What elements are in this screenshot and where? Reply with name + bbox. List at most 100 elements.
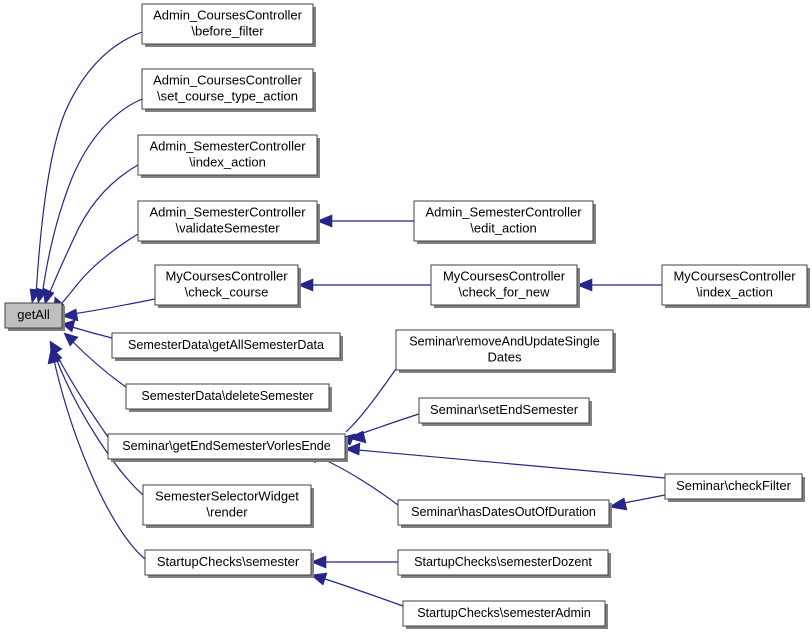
node-label: Admin_SemesterController [425,204,582,219]
node-label: \render [206,504,248,519]
node-box[interactable] [154,264,299,306]
node-label: Seminar\setEndSemester [430,402,579,417]
node-label: \check_for_new [458,284,550,299]
node-label: SemesterData\deleteSemester [141,389,313,403]
graph-node-seminar_get_end_semester_vorles_ende[interactable]: Seminar\getEndSemesterVorlesEnde [107,433,348,462]
graph-node-seminar_has_dates_out_of_duration[interactable]: Seminar\hasDatesOutOfDuration [397,499,612,528]
node-label: \edit_action [470,220,537,235]
arrowhead-icon [576,278,593,292]
node-box[interactable] [397,549,609,576]
call-edge [316,214,414,228]
node-box[interactable] [111,332,341,359]
arrowhead-icon [63,332,79,347]
graph-node-mycourses_check_for_new[interactable]: MyCoursesController\check_for_new [430,264,580,308]
call-edge [47,348,146,560]
node-label: \before_filter [191,23,264,38]
graph-node-admin_semester_index_action[interactable]: Admin_SemesterController\index_action [137,134,320,178]
node-box[interactable] [142,484,312,526]
node-box[interactable] [430,264,578,306]
call-edge [49,347,144,496]
node-box[interactable] [397,499,610,526]
call-edge [344,442,666,479]
edge-line [47,164,139,298]
node-label: \check_course [185,284,269,299]
edge-line [53,359,146,560]
graph-node-getAll[interactable]: getAll [4,302,65,331]
edge-line [57,233,139,309]
arrowhead-icon [347,430,367,444]
call-edge [576,278,662,292]
edge-line [345,368,397,433]
node-label: Seminar\hasDatesOutOfDuration [411,505,596,519]
edge-line [623,494,666,504]
graph-node-seminar_set_end_semester[interactable]: Seminar\setEndSemester [418,397,592,426]
node-label: MyCoursesController [443,268,566,283]
graph-node-admin_courses_before_filter[interactable]: Admin_CoursesController\before_filter [141,3,316,47]
edge-line [324,578,404,607]
edge-line [41,98,143,297]
node-box[interactable] [418,397,590,424]
arrowhead-icon [47,348,61,365]
call-edge [35,98,143,304]
arrowhead-icon [310,555,327,569]
graph-node-mycourses_check_course[interactable]: MyCoursesController\check_course [154,264,301,308]
graph-node-mycourses_index_action[interactable]: MyCoursesController\index_action [661,264,810,308]
node-box[interactable] [664,473,803,500]
graph-node-admin_semester_validate_semester[interactable]: Admin_SemesterController\validateSemeste… [137,200,320,244]
edge-line [357,449,666,479]
arrowhead-icon [344,442,361,456]
node-label: \index_action [189,154,266,169]
edge-line [55,357,144,496]
call-edge [297,278,431,292]
node-box[interactable] [137,134,318,176]
graph-node-semester_selector_widget_render[interactable]: SemesterSelectorWidget\render [142,484,314,528]
node-box[interactable] [141,68,314,110]
node-box[interactable] [141,3,314,45]
edge-line [362,413,420,434]
node-label: Admin_SemesterController [149,204,306,219]
arrowhead-icon [608,497,628,511]
node-label: Seminar\getEndSemesterVorlesEnde [122,439,331,453]
node-box[interactable] [144,549,312,576]
node-label: Seminar\checkFilter [676,478,792,493]
arrowhead-icon [297,278,314,292]
arrowhead-icon [42,287,55,305]
node-label: SemesterData\getAllSemesterData [128,338,324,352]
node-label: StartupChecks\semesterDozent [414,555,592,569]
graph-node-admin_semester_edit_action[interactable]: Admin_SemesterController\edit_action [413,200,596,244]
edge-line [35,31,143,297]
graph-node-admin_courses_set_course_type_action[interactable]: Admin_CoursesController\set_course_type_… [141,68,316,112]
node-box[interactable] [107,433,346,460]
call-edge [29,31,143,304]
graph-node-startupchecks_semester[interactable]: StartupChecks\semester [144,549,314,578]
node-box[interactable] [413,200,594,242]
call-edge [310,555,398,569]
call-edge [42,164,139,305]
arrowhead-icon [61,319,76,333]
edge-line [71,340,127,388]
node-box[interactable] [661,264,808,306]
call-edge [52,233,139,314]
node-box[interactable] [395,329,614,371]
node-label: MyCoursesController [673,268,796,283]
node-label: getAll [17,307,50,322]
graph-node-startupchecks_semester_admin[interactable]: StartupChecks\semesterAdmin [402,600,608,629]
graph-node-semesterdata_delete_semester[interactable]: SemesterData\deleteSemester [125,383,332,412]
node-box[interactable] [402,600,606,627]
edge-line [71,326,113,339]
edge-line [317,456,399,506]
node-label: Admin_CoursesController [153,7,303,22]
arrowhead-icon [310,572,328,586]
graph-node-startupchecks_semester_dozent[interactable]: StartupChecks\semesterDozent [397,549,611,578]
call-edge [338,368,397,446]
call-edge [347,413,420,444]
node-box[interactable] [4,302,63,329]
node-box[interactable] [137,200,318,242]
nodes-layer: getAll Admin_CoursesController\before_fil… [4,3,810,629]
node-label: Dates [488,349,522,364]
graph-node-seminar_check_filter[interactable]: Seminar\checkFilter [664,473,805,502]
node-box[interactable] [125,383,330,410]
graph-node-semesterdata_get_all_semester_data[interactable]: SemesterData\getAllSemesterData [111,332,343,361]
